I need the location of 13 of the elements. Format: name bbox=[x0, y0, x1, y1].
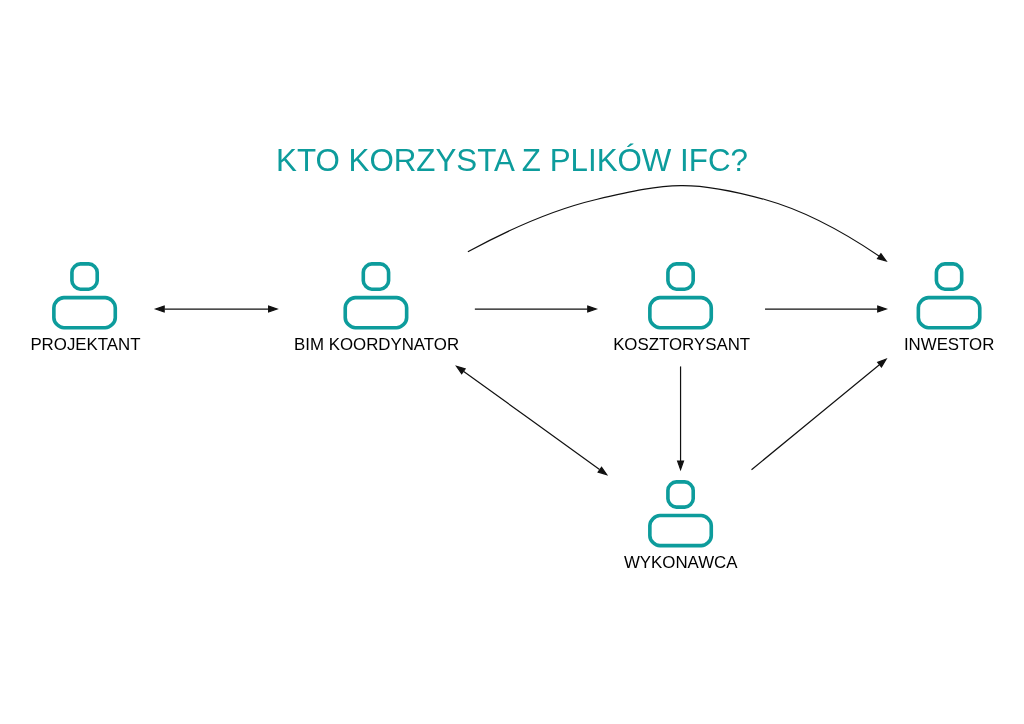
node-label: PROJEKTANT bbox=[30, 334, 141, 354]
node-label: INWESTOR bbox=[903, 334, 995, 354]
arrow bbox=[676, 365, 685, 471]
arrow bbox=[467, 184, 888, 262]
arrow bbox=[750, 357, 888, 470]
arrow bbox=[455, 364, 609, 476]
node-label: BIM KOORDYNATOR bbox=[294, 334, 460, 354]
arrow bbox=[474, 304, 598, 313]
diagram-title: KTO KORZYSTA Z PLIKÓW IFC? bbox=[276, 142, 748, 178]
arrow bbox=[153, 304, 279, 313]
node-label: KOSZTORYSANT bbox=[613, 334, 751, 354]
arrow bbox=[764, 304, 888, 313]
node-label: WYKONAWCA bbox=[623, 552, 738, 572]
